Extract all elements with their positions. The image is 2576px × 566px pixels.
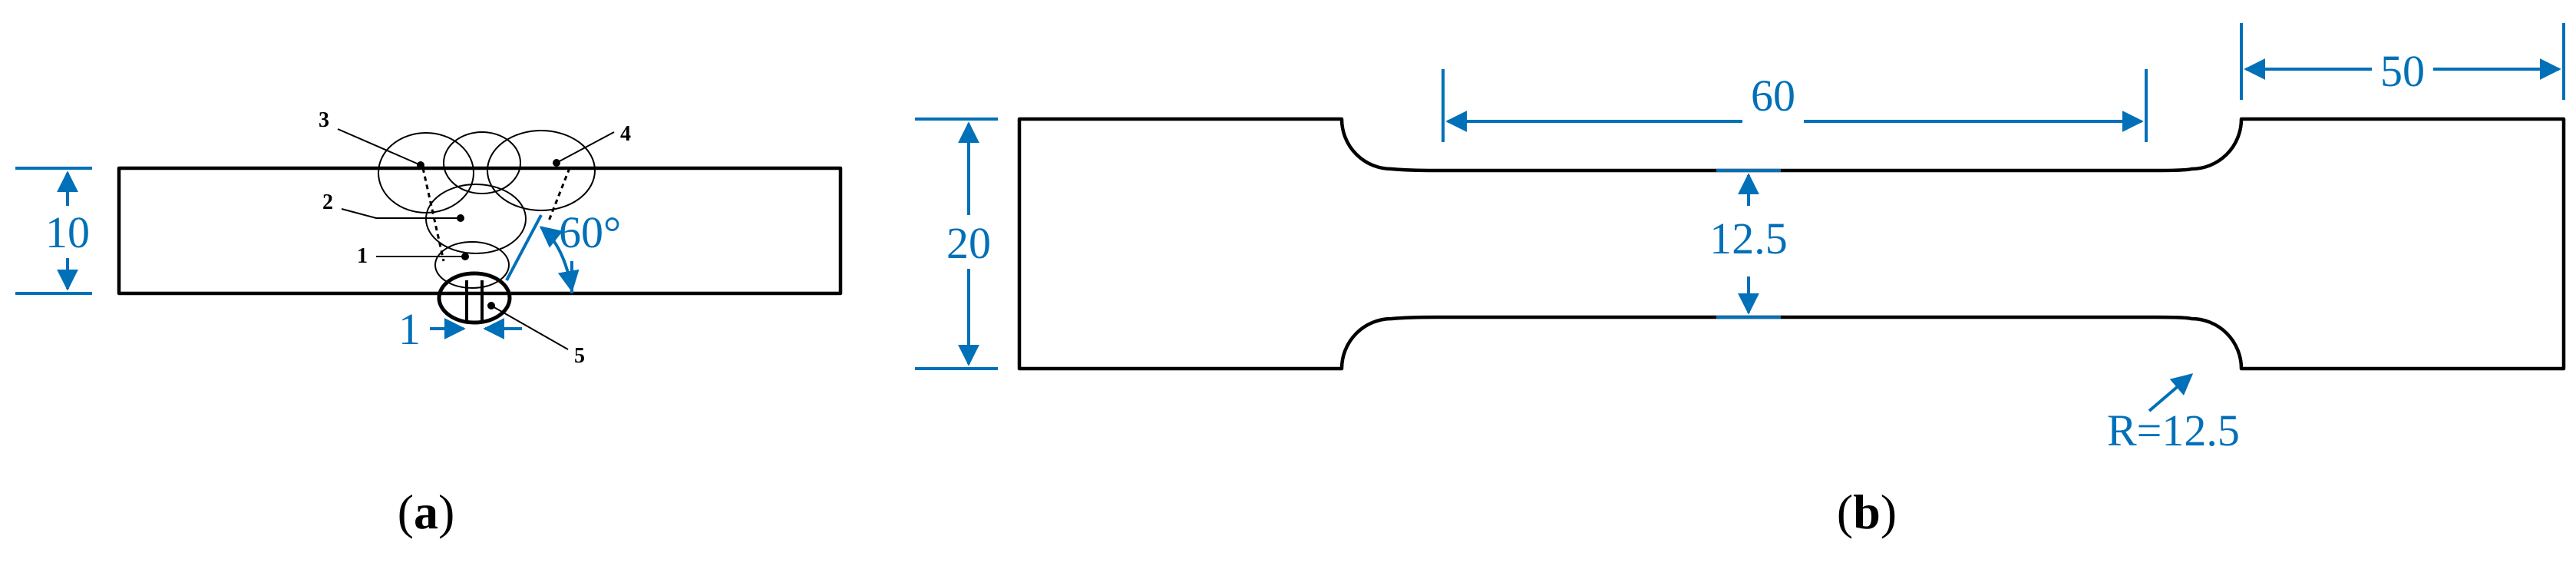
thickness-label: 10	[45, 207, 90, 257]
panel-a-weld-diagram: 1 2 3 4 5 10 1 60° (a)	[15, 108, 843, 539]
panel-b-tensile-specimen: 20 60 50 12.5 R=12.5 (b)	[915, 23, 2566, 539]
bead-label-2: 2	[322, 190, 333, 214]
caption-a: (a)	[398, 485, 455, 539]
groove-line-right	[547, 167, 571, 223]
grip-length-label: 50	[2380, 46, 2425, 96]
bead-label-3: 3	[319, 108, 329, 132]
leader-3	[337, 128, 421, 166]
bead-label-5: 5	[574, 344, 585, 368]
leader-4	[556, 131, 615, 164]
specimen-outline	[1017, 117, 2566, 371]
groove-line-left	[421, 167, 445, 262]
leader-5	[490, 305, 569, 350]
bevel-line	[505, 214, 543, 281]
width-label: 20	[946, 218, 991, 268]
gauge-length-label: 60	[1751, 71, 1795, 121]
caption-b: (b)	[1837, 485, 1897, 539]
bead-top-middle	[443, 131, 521, 194]
bead-5	[437, 271, 512, 325]
bead-3	[378, 132, 474, 213]
angle-label: 60°	[559, 207, 621, 257]
bead-4	[487, 130, 596, 211]
angle-arc	[539, 226, 580, 293]
bead-1	[434, 241, 510, 289]
bead-label-4: 4	[620, 122, 631, 146]
radius-label: R=12.5	[2107, 405, 2240, 455]
leader-2	[341, 208, 461, 219]
radius-arrow	[2148, 373, 2194, 412]
plate-outline	[117, 166, 843, 296]
gauge-width-label: 12.5	[1709, 213, 1788, 263]
bead-label-1: 1	[357, 244, 368, 268]
gap-label: 1	[398, 304, 421, 354]
